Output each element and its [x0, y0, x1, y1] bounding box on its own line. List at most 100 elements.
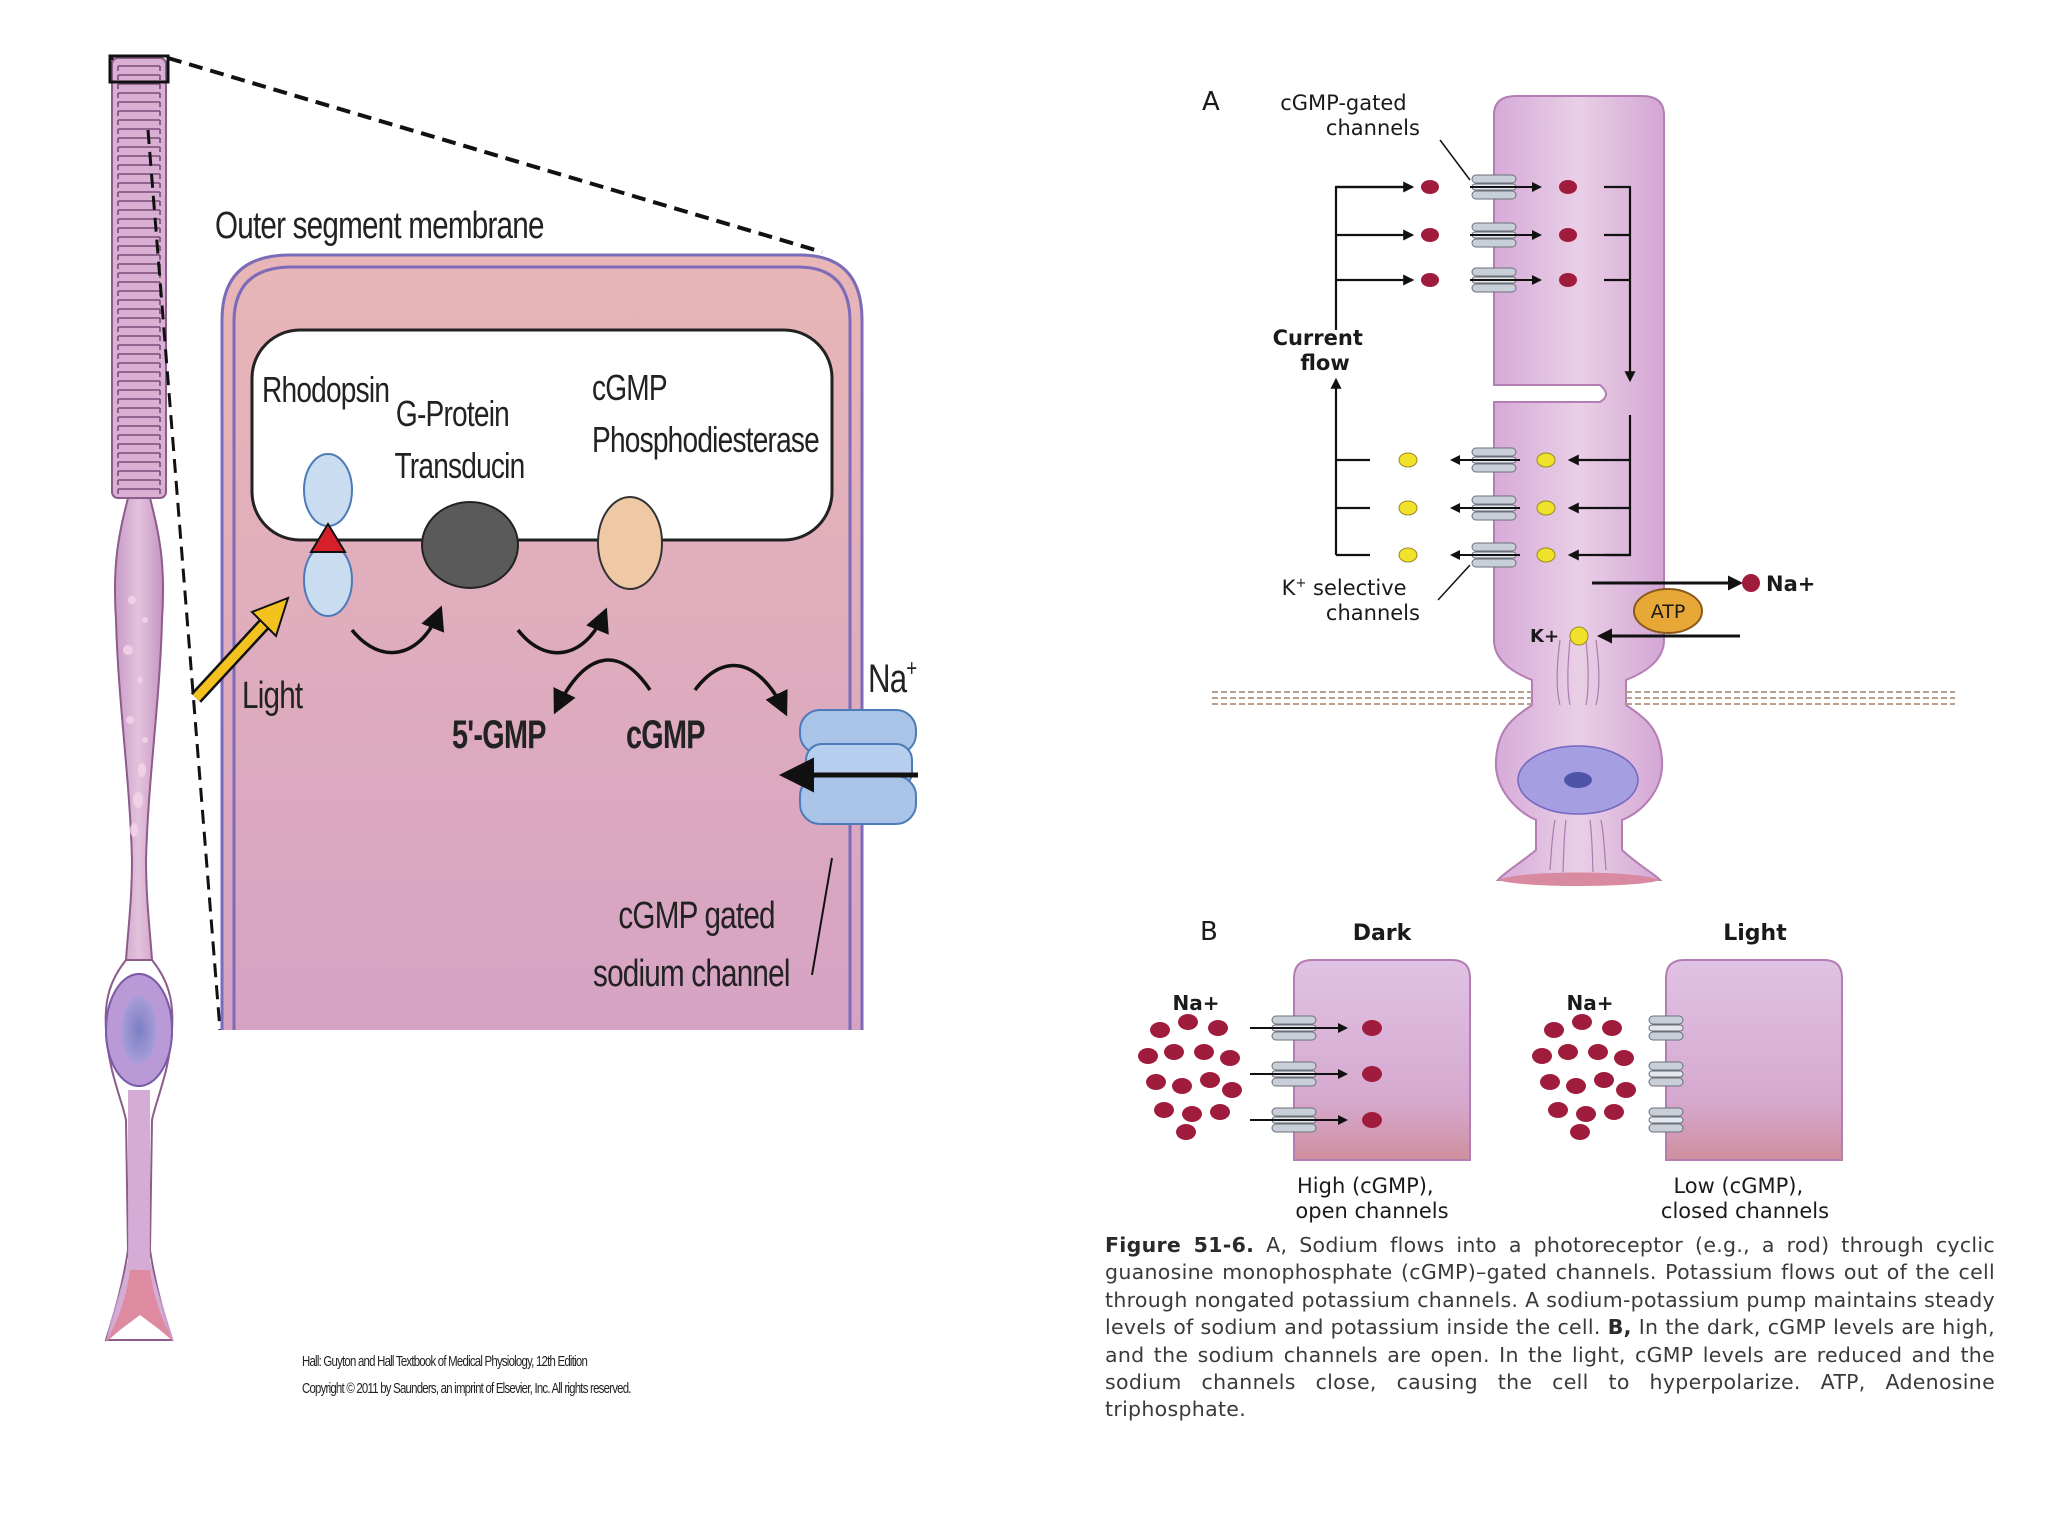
disc-line	[117, 227, 161, 233]
disc-line	[117, 452, 161, 458]
sodium-ion	[1594, 1072, 1614, 1088]
inner-segment-granules	[123, 596, 148, 837]
disc-line	[117, 74, 161, 80]
disc-line	[117, 101, 161, 107]
sodium-ion	[1194, 1044, 1214, 1060]
disc-line	[117, 389, 161, 395]
k-channels-leader	[1437, 564, 1471, 601]
disc-line	[117, 164, 161, 170]
sodium-ion	[1200, 1072, 1220, 1088]
channel-subunit	[1648, 1077, 1684, 1087]
sodium-ion	[1576, 1106, 1596, 1122]
channel-leader-line	[811, 857, 833, 976]
light-arrow	[190, 596, 290, 703]
disc-line	[117, 461, 161, 467]
sodium-ion	[1164, 1044, 1184, 1060]
channel-subunit	[1471, 222, 1517, 232]
sodium-ion	[1548, 1102, 1568, 1118]
closed-channel	[1648, 1015, 1684, 1041]
disc-line	[117, 146, 161, 152]
channel-subunit	[1471, 267, 1517, 277]
phosphodiesterase-label: cGMP Phosphodiesterase	[592, 368, 840, 460]
sodium-channel-label: cGMP gated sodium channel	[593, 895, 812, 995]
open-channel	[1471, 267, 1517, 293]
disc-line	[117, 371, 161, 377]
sodium-ion	[1362, 1020, 1382, 1036]
disc-line	[117, 110, 161, 116]
figure-caption: Figure 51-6. A, Sodium flows into a phot…	[1105, 1232, 1995, 1424]
disc-line	[117, 407, 161, 413]
disc-line	[117, 218, 161, 224]
g-protein-label: G-Protein Transducin	[394, 394, 545, 486]
potassium-ion	[1536, 500, 1556, 516]
pump-k-label: K+	[1530, 626, 1559, 647]
channel-subunit	[1271, 1061, 1317, 1071]
sodium-ion	[1558, 1044, 1578, 1060]
disc-line	[117, 416, 161, 422]
light-caption: Low (cGMP), closed channels	[1661, 1174, 1829, 1223]
rhodopsin-molecule	[303, 453, 353, 617]
g-protein-molecule	[421, 501, 519, 589]
channel-subunit	[1648, 1031, 1684, 1041]
outer-segment-zoom	[220, 253, 864, 1030]
channel-subunit	[1271, 1123, 1317, 1133]
caption-part-2: In the dark, cGMP levels are high, and t…	[1105, 1315, 1995, 1422]
disc-line	[117, 317, 161, 323]
caption-part-1: A, Sodium flows into a photoreceptor (e.…	[1105, 1233, 1995, 1340]
disc-line	[117, 65, 161, 71]
disc-line	[117, 245, 161, 251]
channel-subunit	[1648, 1107, 1684, 1117]
channel-subunit	[1648, 1024, 1684, 1032]
cgmp-gated-sodium-channel	[779, 709, 918, 825]
disc-line	[117, 488, 161, 494]
panel-a-label: A	[1202, 87, 1220, 117]
potassium-ion	[1398, 547, 1418, 563]
channel-subunit	[1471, 511, 1517, 521]
current-flow-loop	[1330, 181, 1636, 561]
disc-line	[117, 479, 161, 485]
disc-line	[117, 119, 161, 125]
caption-lead: Figure 51-6.	[1105, 1233, 1255, 1257]
channel-subunit	[1271, 1015, 1317, 1025]
sodium-ion	[1178, 1014, 1198, 1030]
potassium-ion	[1536, 452, 1556, 468]
open-channel	[1471, 174, 1517, 200]
channel-subunit	[1471, 174, 1517, 184]
current-flow-label: Current flow	[0, 0, 1399, 375]
panel-b-label: B	[1200, 917, 1218, 947]
disc-line	[117, 362, 161, 368]
channel-subunit	[1648, 1116, 1684, 1124]
light-na-label: Na+	[1567, 991, 1614, 1015]
potassium-ion	[1536, 547, 1556, 563]
panel-a-channels	[1398, 174, 1577, 568]
channel-subunit	[1271, 1077, 1317, 1087]
sodium-ion	[1421, 228, 1439, 242]
open-channel	[1471, 495, 1517, 521]
disc-line	[117, 83, 161, 89]
sodium-ion	[1614, 1050, 1634, 1066]
open-channel	[1271, 1015, 1317, 1041]
sodium-ion	[1421, 180, 1439, 194]
dark-cell	[1293, 959, 1471, 1161]
channel-subunit	[1471, 495, 1517, 505]
sodium-ion	[1602, 1020, 1622, 1036]
sodium-ion	[1559, 273, 1577, 287]
sodium-ion	[1616, 1082, 1636, 1098]
channel-subunit	[1471, 447, 1517, 457]
sodium-ion	[1154, 1102, 1174, 1118]
sodium-ion	[1222, 1082, 1242, 1098]
sodium-ion	[1362, 1112, 1382, 1128]
disc-line	[117, 470, 161, 476]
channel-subunit	[1271, 1107, 1317, 1117]
open-channel	[1471, 222, 1517, 248]
channel-subunit	[1471, 558, 1517, 568]
disc-line	[117, 335, 161, 341]
sodium-potassium-pump	[1569, 574, 1760, 646]
sodium-ion	[1559, 180, 1577, 194]
channel-subunit	[1271, 1031, 1317, 1041]
disc-line	[117, 425, 161, 431]
cascade-arrows	[350, 605, 788, 717]
disc-line	[117, 92, 161, 98]
disc-line	[117, 380, 161, 386]
